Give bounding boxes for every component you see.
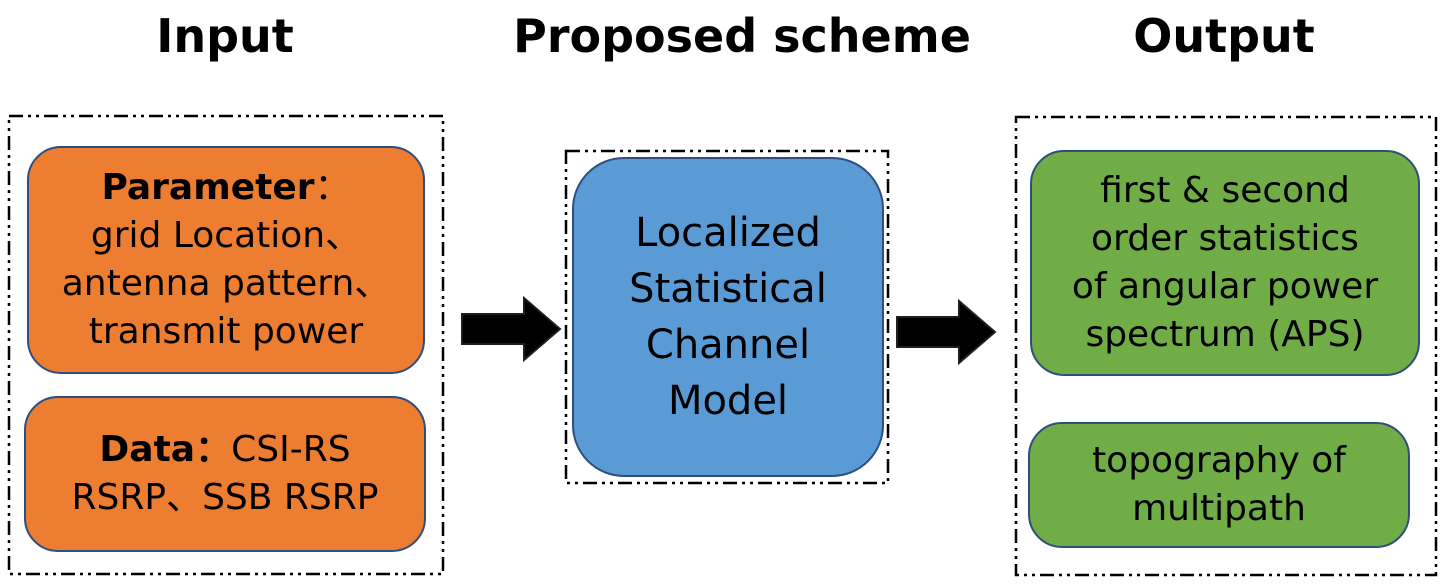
topography-line-2: multipath	[1132, 488, 1306, 529]
output-frame	[1014, 115, 1438, 577]
arrow-model-to-output-icon	[896, 299, 997, 365]
data-box: Data：CSI-RS RSRP、SSB RSRP	[24, 396, 426, 552]
data-line-1-rest: CSI-RS	[231, 429, 351, 470]
aps-line-3: of angular power	[1071, 266, 1379, 307]
output-heading: Output	[1133, 9, 1315, 63]
data-label: Data	[99, 429, 196, 470]
model-line-2: Statistical	[629, 266, 827, 312]
data-line-2: RSRP、SSB RSRP	[71, 477, 379, 518]
parameter-label: Parameter	[101, 167, 315, 208]
aps-line-4: spectrum (APS)	[1085, 314, 1365, 355]
aps-line-2: order statistics	[1091, 218, 1359, 259]
topography-line-1: topography of	[1092, 440, 1346, 481]
parameter-title: Parameter：	[101, 164, 350, 212]
input-heading: Input	[156, 9, 294, 63]
input-frame	[7, 114, 445, 576]
parameter-line-2: antenna pattern、	[61, 263, 391, 304]
model-line-3: Channel	[645, 322, 811, 368]
parameter-line-1: grid Location、	[90, 215, 362, 256]
proposed-scheme-heading: Proposed scheme	[513, 9, 971, 63]
parameter-colon: ：	[314, 167, 351, 208]
parameter-line-3: transmit power	[88, 311, 364, 352]
topography-box: topography of multipath	[1028, 422, 1410, 548]
model-line-1: Localized	[635, 210, 821, 256]
data-line-1: Data：CSI-RS	[99, 426, 350, 474]
parameter-box: Parameter： grid Location、 antenna patter…	[27, 146, 425, 374]
model-line-4: Model	[667, 378, 789, 424]
aps-statistics-box: first & second order statistics of angul…	[1030, 150, 1420, 376]
model-frame	[564, 149, 890, 485]
model-box: Localized Statistical Channel Model	[572, 157, 884, 477]
aps-line-1: first & second	[1100, 170, 1350, 211]
arrow-input-to-model-icon	[461, 296, 562, 362]
data-colon: ：	[195, 429, 232, 470]
